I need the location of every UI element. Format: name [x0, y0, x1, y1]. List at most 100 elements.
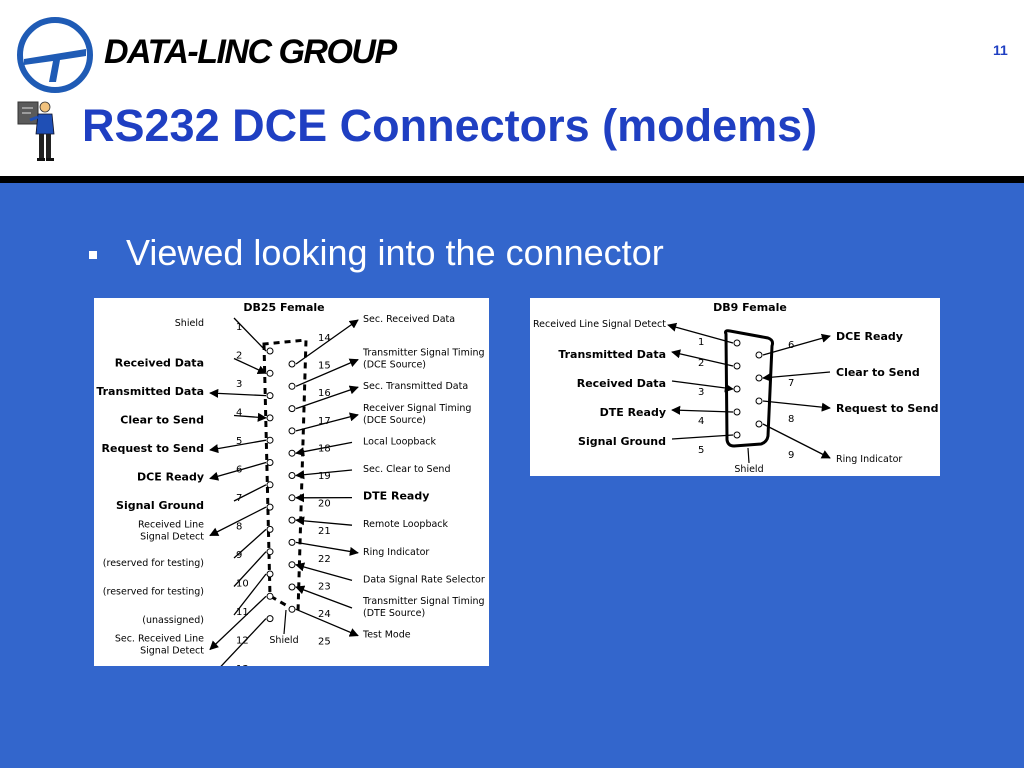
db9-pin-number-6: 6: [788, 340, 794, 351]
db25-pin-17: [288, 427, 296, 435]
db25-arrow-8: [209, 506, 267, 537]
db25-arrow-13: [220, 618, 267, 666]
db25-arrow-25: [295, 608, 359, 637]
db25-line-10: [233, 551, 267, 587]
db25-label-20: DTE Ready: [363, 490, 429, 503]
db9-pin-5: [733, 431, 741, 439]
db25-pin-number-25: 25: [318, 637, 331, 648]
db25-line-7: [233, 484, 267, 502]
db25-pin-20: [288, 494, 296, 502]
db25-label-2: Received Data: [115, 357, 204, 370]
db25-label-1: Shield: [175, 318, 204, 329]
page-number: 11: [993, 42, 1008, 58]
db25-arrow-24: [295, 585, 353, 609]
db9-pin-number-2: 2: [698, 358, 704, 369]
db25-label-25: Test Mode: [362, 630, 411, 641]
db25-pin-10: [266, 548, 274, 556]
db25-pin-12: [266, 592, 274, 600]
db25-line-9: [233, 528, 267, 559]
db25-line-11: [233, 573, 267, 616]
db25-arrow-3: [209, 388, 267, 398]
db9-label-7: Clear to Send: [836, 366, 920, 379]
db25-pin-number-16: 16: [318, 388, 331, 399]
db25-pin-9: [266, 525, 274, 533]
db25-arrow-14: [295, 319, 359, 365]
db25-pin-11: [266, 570, 274, 578]
db25-arrow-21: [295, 516, 353, 526]
db9-pin-number-3: 3: [698, 387, 704, 398]
db9-label-2: Transmitted Data: [558, 348, 666, 361]
db25-label-18: Local Loopback: [363, 436, 436, 447]
db25-pin-number-19: 19: [318, 471, 331, 482]
db25-label-17: Receiver Signal Timing(DCE Source): [363, 403, 471, 426]
db25-label-7: Signal Ground: [116, 499, 204, 512]
db9-pin-number-9: 9: [788, 450, 794, 461]
db9-arrow-3: [671, 380, 734, 393]
db9-arrow-9: [762, 423, 831, 459]
db25-label-11: (unassigned): [142, 615, 204, 626]
db25-label-14: Sec. Received Data: [363, 314, 455, 325]
db9-label-6: DCE Ready: [836, 330, 903, 343]
db25-arrow-4: [233, 412, 267, 422]
db25-label-9: (reserved for testing): [103, 558, 204, 569]
db25-arrow-16: [295, 385, 359, 410]
db9-label-5: Signal Ground: [578, 435, 666, 448]
db25-pin-14: [288, 360, 296, 368]
db25-pin-25: [288, 605, 296, 613]
db25-arrow-22: [295, 541, 359, 556]
brand-name: DATA-LINC GROUP: [104, 33, 397, 71]
db25-pin-number-17: 17: [318, 416, 331, 427]
db9-label-4: DTE Ready: [600, 406, 666, 419]
db25-pin-24: [288, 583, 296, 591]
db25-pin-number-5: 5: [236, 436, 242, 447]
db25-shield-line: [283, 609, 287, 635]
db25-pin-number-24: 24: [318, 609, 331, 620]
db25-pin-15: [288, 382, 296, 390]
db25-pin-number-21: 21: [318, 526, 331, 537]
db9-arrow-2: [671, 349, 734, 367]
db25-pin-5: [266, 436, 274, 444]
db25-pin-8: [266, 503, 274, 511]
db25-label-15: Transmitter Signal Timing(DCE Source): [362, 348, 485, 371]
db9-arrow-1: [667, 322, 734, 344]
db25-pin-number-15: 15: [318, 361, 331, 372]
db9-label-8: Request to Send: [836, 402, 938, 415]
db9-shell: [724, 329, 774, 448]
db9-arrow-8: [762, 400, 831, 412]
db9-label-3: Received Data: [577, 377, 666, 390]
db25-pin-number-13: 13: [236, 664, 249, 666]
db9-pin-6: [755, 351, 763, 359]
db9-label-9: Ring Indicator: [836, 454, 902, 465]
db25-pin-6: [266, 459, 274, 466]
db25-label-4: Clear to Send: [120, 414, 204, 427]
db9-shield-line: [747, 447, 750, 464]
db25-arrow-18: [295, 441, 353, 457]
teacher-at-board-icon: [17, 101, 55, 161]
db25-label-6: DCE Ready: [137, 471, 204, 484]
db25-label-10: (reserved for testing): [103, 587, 204, 598]
db25-pin-18: [288, 449, 296, 457]
db25-pin-3: [266, 392, 274, 400]
bullet-text: Viewed looking into the connector: [126, 232, 664, 273]
db25-pin-13: [266, 615, 274, 623]
db25-arrow-19: [295, 469, 353, 480]
db25-pin-number-4: 4: [236, 408, 242, 419]
db25-arrow-5: [209, 439, 267, 454]
db25-pin-21: [288, 516, 296, 524]
db25-pin-7: [266, 481, 274, 489]
db25-pin-number-10: 10: [236, 579, 249, 590]
data-linc-logo-icon: [17, 17, 93, 93]
db25-label-22: Ring Indicator: [363, 547, 429, 558]
db9-pin-4: [733, 408, 741, 416]
db9-pin-8: [755, 397, 763, 405]
db9-line-5: [671, 434, 734, 440]
db25-line-1: [233, 317, 267, 352]
db25-pin-2: [266, 369, 274, 377]
db25-pin-number-1: 1: [236, 322, 242, 333]
db25-pin-number-9: 9: [236, 550, 242, 561]
db25-arrow-23: [295, 562, 353, 582]
db9-title: DB9 Female: [713, 301, 787, 314]
